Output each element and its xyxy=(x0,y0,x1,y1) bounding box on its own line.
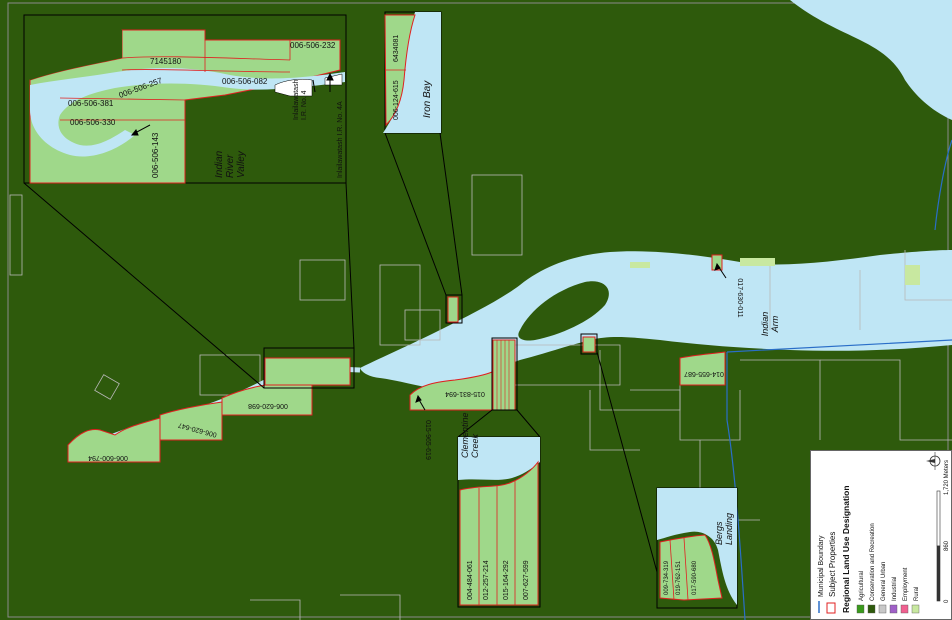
legend-item-label: Agricultural xyxy=(859,571,865,601)
legend-item-label: General Urban xyxy=(881,562,887,601)
scale-end: 1,720 Meters xyxy=(944,460,950,495)
parcel-river-valley xyxy=(264,357,351,386)
legend-municipal-boundary: Municipal Boundary xyxy=(818,535,825,597)
label-006-506-143: 006-506-143 xyxy=(151,132,160,178)
parcel-lines xyxy=(9,174,952,620)
parcel-bergs xyxy=(582,336,596,353)
label-006-124-615: 006-124-615 xyxy=(393,80,400,120)
inset-river-valley xyxy=(23,14,347,184)
label-indian-river-valley: IndianRiverValley xyxy=(214,150,247,178)
label-007-627-599: 007-627-599 xyxy=(523,560,530,600)
legend-swatch xyxy=(911,604,920,614)
inset-arrows xyxy=(130,72,334,136)
legend-item-label: Rural xyxy=(914,587,920,601)
inset-bergs-landing xyxy=(656,487,738,609)
label-015-164-292: 015-164-292 xyxy=(503,560,510,600)
label-014-655-687: 014-655-687 xyxy=(684,370,724,377)
map-legend: Municipal Boundary Subject Properties Re… xyxy=(810,450,952,620)
label-015-831-694: 015-831-694 xyxy=(445,390,485,397)
parcel-014-655-687 xyxy=(679,351,726,386)
legend-swatch xyxy=(900,604,909,614)
label-012-257-214: 012-257-214 xyxy=(483,560,490,600)
label-bergs-landing: BergsLanding xyxy=(714,513,734,545)
parcel-iron-bay xyxy=(447,296,459,323)
legend-swatch xyxy=(889,604,898,614)
rural-areas xyxy=(630,258,920,285)
legend-subject-properties: Subject Properties xyxy=(828,532,837,597)
north-arrow-icon xyxy=(926,452,941,470)
scale-0: 0 xyxy=(944,599,950,603)
subject-parcels xyxy=(67,254,726,463)
inset-locators xyxy=(23,132,658,573)
parcel-017-630-011 xyxy=(711,254,723,271)
legend-title: Regional Land Use Designation xyxy=(841,485,851,613)
legend-swatch xyxy=(856,604,865,614)
label-006-600-794: 006-600-794 xyxy=(88,454,128,461)
legend-swatch xyxy=(878,604,887,614)
label-006-620-698: 006-620-698 xyxy=(248,402,288,409)
legend-item-label: Employment xyxy=(903,567,909,601)
legend-subject-swatch xyxy=(826,602,836,614)
scale-bar xyxy=(936,490,941,602)
label-006-506-330: 006-506-330 xyxy=(70,118,116,127)
label-7145180: 7145180 xyxy=(150,57,182,66)
legend-item-label: Industrial xyxy=(892,577,898,601)
legend-item-label: Conservation and Recreation xyxy=(870,523,876,601)
arrows xyxy=(415,262,727,411)
label-017-630-011: 017-630-011 xyxy=(736,278,743,317)
island xyxy=(518,281,609,341)
parcel-006-620-647 xyxy=(159,401,223,441)
label-clementine-creek: ClementineCreek xyxy=(460,412,480,458)
label-6434081: 6434081 xyxy=(393,35,400,62)
label-006-506-232: 006-506-232 xyxy=(290,41,336,50)
inset-clementine-creek xyxy=(457,436,541,608)
label-004-484-061: 004-484-061 xyxy=(467,560,474,600)
label-009-734-319: 009-734-319 xyxy=(664,560,670,595)
legend-swatch xyxy=(867,604,876,614)
label-iron-bay: Iron Bay xyxy=(422,80,433,118)
label-019-762-151: 019-762-151 xyxy=(676,560,682,595)
label-017-590-680: 017-590-680 xyxy=(692,560,698,595)
label-indian-arm: IndianArm xyxy=(760,312,780,337)
parcel-clementine xyxy=(492,339,516,411)
northern-water xyxy=(790,0,952,120)
scale-mid: 860 xyxy=(944,540,950,551)
label-reserve-4a: Inlailawatash I.R. No. 4A xyxy=(337,101,344,178)
label-015-965-619: 015-965-619 xyxy=(424,420,431,460)
municipal-boundary xyxy=(726,139,952,620)
label-006-506-381: 006-506-381 xyxy=(68,99,114,108)
clementine-parcel-lines xyxy=(496,340,510,410)
label-reserve-4: InlailawatashI.R. No. 4 xyxy=(293,79,308,120)
inset-iron-bay xyxy=(383,11,442,134)
label-006-506-082: 006-506-082 xyxy=(222,77,268,86)
